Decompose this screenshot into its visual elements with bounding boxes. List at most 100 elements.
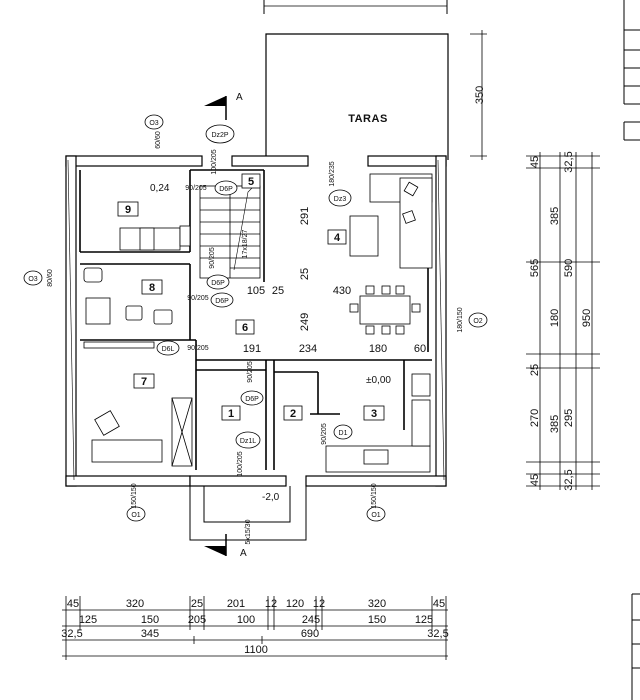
entrance-stairs (189, 486, 307, 541)
svg-text:O1: O1 (371, 512, 380, 519)
right-dimensions (526, 152, 600, 490)
right-dimension-text: 45 385 565 180 25 270 45 32,5 590 950 29… (529, 151, 593, 490)
dim-hall-height: 249 (299, 313, 311, 331)
dim-living-height: 291 (299, 207, 311, 225)
svg-text:90/205: 90/205 (185, 185, 207, 192)
svg-text:9: 9 (125, 204, 131, 216)
svg-text:201: 201 (227, 598, 245, 610)
svg-text:45: 45 (529, 156, 541, 168)
section-a-top: A (204, 92, 243, 120)
terrace-label: TARAS (348, 113, 388, 125)
svg-text:D6L: D6L (162, 346, 175, 353)
svg-text:6: 6 (242, 322, 248, 334)
svg-text:D6P: D6P (215, 298, 229, 305)
svg-text:125: 125 (79, 614, 97, 626)
svg-text:O2: O2 (473, 318, 482, 325)
svg-text:90/205: 90/205 (321, 423, 328, 445)
furniture (83, 173, 433, 473)
svg-text:385: 385 (549, 207, 561, 225)
door-sizes: 100/205 90/205 180/235 90/205 90/205 90/… (185, 149, 336, 476)
door-d6p: D6P (240, 390, 264, 406)
svg-text:60/60: 60/60 (155, 131, 162, 149)
svg-text:1: 1 (228, 408, 234, 420)
svg-text:O3: O3 (149, 120, 158, 127)
door-dz2p: Dz2P (205, 124, 235, 144)
svg-text:385: 385 (549, 415, 561, 433)
svg-text:45: 45 (67, 598, 79, 610)
svg-text:565: 565 (529, 259, 541, 277)
dim-c: 25 (299, 268, 311, 280)
svg-text:5: 5 (248, 176, 254, 188)
room-5: 5 (241, 173, 261, 189)
door-d6p: D6P (214, 180, 238, 196)
svg-text:D1: D1 (339, 430, 348, 437)
dim-room2: 234 (299, 343, 317, 355)
door-d6p: D6P (206, 274, 230, 290)
dim-a: 105 (247, 285, 265, 297)
svg-text:90/205: 90/205 (187, 295, 209, 302)
bottom-dimension-text: 45 320 25 201 12 120 12 320 45 125 150 2… (61, 598, 448, 656)
room-6: 6 (235, 319, 255, 335)
window-o3-top: O3 (144, 114, 164, 130)
svg-text:295: 295 (563, 409, 575, 427)
door-d6p: D6P (210, 292, 234, 308)
room-8: 8 (141, 279, 163, 295)
svg-text:32,5: 32,5 (563, 151, 575, 172)
stairs-note: 17x18/27 (242, 229, 249, 258)
svg-text:32,5: 32,5 (427, 628, 448, 640)
svg-text:180/150: 180/150 (457, 307, 464, 332)
svg-text:D6P: D6P (211, 280, 225, 287)
dim-b: 25 (272, 285, 284, 297)
svg-text:590: 590 (563, 259, 575, 277)
door-d6l: D6L (156, 340, 180, 356)
svg-text:125: 125 (415, 614, 433, 626)
svg-text:2: 2 (290, 408, 296, 420)
svg-text:25: 25 (191, 598, 203, 610)
room-7: 7 (133, 373, 155, 389)
window-tags: O3 O3 O2 O1 O1 (23, 114, 488, 522)
svg-text:12: 12 (313, 598, 325, 610)
room-2: 2 (283, 405, 303, 421)
level-marker: ±0,00 (366, 375, 391, 386)
svg-text:12: 12 (265, 598, 277, 610)
room-labels: 1 2 3 4 5 6 7 8 9 (117, 173, 385, 421)
svg-text:Dz2P: Dz2P (211, 132, 228, 139)
svg-text:25: 25 (529, 364, 541, 376)
svg-text:245: 245 (302, 614, 320, 626)
door-tags: Dz2P D6P Dz3 D6P D6P D6L D6P Dz1L D1 (156, 124, 353, 449)
interior-dimensions: 430 291 249 191 234 180 60 105 25 25 (243, 207, 426, 355)
svg-text:270: 270 (529, 409, 541, 427)
room-1: 1 (221, 405, 241, 421)
section-label: A (236, 92, 243, 103)
svg-text:100/205: 100/205 (211, 149, 218, 174)
svg-text:80/60: 80/60 (47, 269, 54, 287)
door-d1: D1 (333, 424, 353, 440)
section-a-bottom: A (204, 534, 247, 559)
svg-text:150: 150 (141, 614, 159, 626)
svg-text:120: 120 (286, 598, 304, 610)
svg-text:205: 205 (188, 614, 206, 626)
svg-text:345: 345 (141, 628, 159, 640)
room-4: 4 (327, 229, 347, 245)
svg-text:180: 180 (549, 309, 561, 327)
dim-living-width: 430 (333, 285, 351, 297)
wall-hatch (67, 159, 445, 481)
svg-text:8: 8 (149, 282, 155, 294)
dim-room3: 180 (369, 343, 387, 355)
legend-fragment (623, 0, 640, 700)
section-label: A (240, 548, 247, 559)
dim-room1: 191 (243, 343, 261, 355)
door-dz1l: Dz1L (235, 431, 261, 449)
svg-text:90/205: 90/205 (187, 345, 209, 352)
svg-text:150/150: 150/150 (371, 483, 378, 508)
svg-text:180/235: 180/235 (329, 161, 336, 186)
room-3: 3 (363, 405, 385, 421)
svg-text:3: 3 (371, 408, 377, 420)
svg-text:O3: O3 (28, 276, 37, 283)
window-sizes: 60/60 80/60 180/150 150/150 150/150 (47, 131, 464, 509)
svg-text:7: 7 (141, 376, 147, 388)
entrance-level: -2,0 (262, 492, 280, 503)
terrace-depth: 350 (474, 86, 486, 104)
svg-text:1100: 1100 (244, 644, 268, 656)
